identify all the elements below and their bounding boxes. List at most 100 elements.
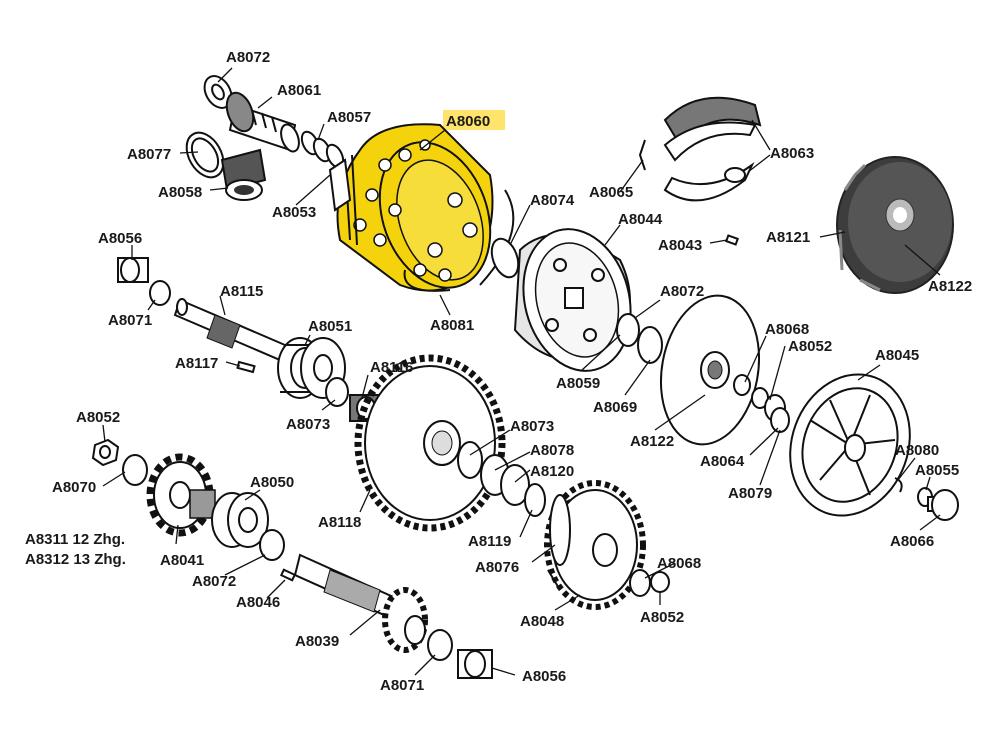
part-a8119 xyxy=(524,483,546,517)
part-a8065 xyxy=(638,139,646,171)
part-a8060-clutch-basket xyxy=(336,123,494,292)
label-a8120[interactable]: A8120 xyxy=(530,463,574,480)
label-a8058[interactable]: A8058 xyxy=(158,184,202,201)
label-a8311[interactable]: A8311 12 Zhg. xyxy=(25,531,125,548)
part-a8070 xyxy=(122,454,148,486)
part-a8056-top xyxy=(117,257,149,283)
label-a8076[interactable]: A8076 xyxy=(475,559,519,576)
label-a8119[interactable]: A8119 xyxy=(468,533,511,550)
label-a8063[interactable]: A8063 xyxy=(770,145,814,162)
label-a8053[interactable]: A8053 xyxy=(272,204,316,221)
part-a8039-shaft xyxy=(293,553,428,653)
label-a8043[interactable]: A8043 xyxy=(658,237,702,254)
part-a8059 xyxy=(616,313,640,347)
label-a8060[interactable]: A8060 xyxy=(446,113,490,130)
part-a8058 xyxy=(220,148,267,201)
part-a8115-shaft xyxy=(173,298,287,362)
part-a8068-bottom xyxy=(629,569,651,597)
part-a8072-bottom xyxy=(259,529,285,561)
part-a8048-gear xyxy=(544,480,646,610)
label-a8117[interactable]: A8117 xyxy=(175,355,218,372)
part-a8066 xyxy=(927,489,959,521)
part-a8057 xyxy=(300,130,345,169)
label-a8064[interactable]: A8064 xyxy=(700,453,745,470)
label-a8312[interactable]: A8312 13 Zhg. xyxy=(25,551,126,568)
label-a8073-left[interactable]: A8073 xyxy=(286,416,330,433)
part-a8077 xyxy=(185,131,225,179)
label-a8068-right[interactable]: A8068 xyxy=(765,321,809,338)
label-a8074[interactable]: A8074 xyxy=(530,192,575,209)
part-a8045-cover xyxy=(789,373,911,517)
part-a8081-circlip xyxy=(403,189,515,292)
leader-lines xyxy=(102,67,941,676)
label-a8045[interactable]: A8045 xyxy=(875,347,919,364)
part-a8061 xyxy=(225,91,300,153)
label-a8039[interactable]: A8039 xyxy=(295,633,339,650)
part-a8044-clutch-drum xyxy=(513,228,632,372)
label-a8052-bottom[interactable]: A8052 xyxy=(640,609,684,626)
label-a8081[interactable]: A8081 xyxy=(430,317,474,334)
part-labels: A8072 A8061 A8057 A8060 A8077 A8058 A805… xyxy=(25,49,972,694)
part-a8051-bearing xyxy=(277,337,346,399)
label-a8048[interactable]: A8048 xyxy=(520,613,564,630)
label-a8052-right[interactable]: A8052 xyxy=(788,338,832,355)
part-a8071-left xyxy=(149,280,171,306)
label-a8116[interactable]: A8116 xyxy=(370,359,413,376)
label-a8041[interactable]: A8041 xyxy=(160,552,204,569)
part-a8043 xyxy=(724,234,740,246)
label-a8071-left[interactable]: A8071 xyxy=(108,312,152,329)
label-a8122-mid[interactable]: A8122 xyxy=(630,433,674,450)
part-a8064 xyxy=(770,407,790,433)
part-a8121-photo xyxy=(836,156,954,294)
part-a8080-a8055 xyxy=(894,477,933,507)
part-a8117 xyxy=(236,360,256,374)
label-a8059[interactable]: A8059 xyxy=(556,375,600,392)
part-a8063-brake-shoes xyxy=(663,96,762,202)
label-a8066[interactable]: A8066 xyxy=(890,533,934,550)
part-a8046 xyxy=(279,568,297,582)
part-a8050-bearing xyxy=(211,492,269,548)
label-a8068-bottom[interactable]: A8068 xyxy=(657,555,701,572)
part-a8078-a8120-bearing xyxy=(457,441,530,506)
part-a8118-gear xyxy=(354,354,506,532)
part-a8053 xyxy=(328,158,352,212)
label-a8078[interactable]: A8078 xyxy=(530,442,574,459)
part-a8052-bottom xyxy=(650,571,670,593)
label-a8115[interactable]: A8115 xyxy=(220,283,263,300)
label-a8061[interactable]: A8061 xyxy=(277,82,321,99)
label-a8118[interactable]: A8118 xyxy=(318,514,361,531)
label-a8069[interactable]: A8069 xyxy=(593,399,637,416)
label-a8077[interactable]: A8077 xyxy=(127,146,171,163)
label-a8052-left[interactable]: A8052 xyxy=(76,409,120,426)
part-a8052-left xyxy=(91,438,120,467)
part-a8122-plate xyxy=(659,294,761,446)
label-a8055[interactable]: A8055 xyxy=(915,462,959,479)
label-a8122-right[interactable]: A8122 xyxy=(928,278,972,295)
label-a8050[interactable]: A8050 xyxy=(250,474,294,491)
label-a8073-right[interactable]: A8073 xyxy=(510,418,554,435)
label-a8044[interactable]: A8044 xyxy=(618,211,663,228)
label-a8065[interactable]: A8065 xyxy=(589,184,633,201)
label-a8046[interactable]: A8046 xyxy=(236,594,280,611)
label-a8080[interactable]: A8080 xyxy=(895,442,939,459)
label-a8051[interactable]: A8051 xyxy=(308,318,352,335)
part-a8069 xyxy=(637,326,663,364)
label-a8121[interactable]: A8121 xyxy=(766,229,810,246)
label-a8072-mid[interactable]: A8072 xyxy=(660,283,704,300)
part-a8071-bottom xyxy=(427,629,453,661)
part-a8073-left xyxy=(325,377,349,407)
label-a8071-bottom[interactable]: A8071 xyxy=(380,677,424,694)
part-a8041-sprocket xyxy=(146,453,216,537)
highlight-label-background xyxy=(443,110,505,130)
label-a8072-bottom[interactable]: A8072 xyxy=(192,573,236,590)
label-a8056-bottom[interactable]: A8056 xyxy=(522,668,566,685)
part-a8056-bottom xyxy=(457,649,493,679)
label-a8070[interactable]: A8070 xyxy=(52,479,96,496)
label-a8072-top[interactable]: A8072 xyxy=(226,49,270,66)
label-a8057[interactable]: A8057 xyxy=(327,109,371,126)
label-a8056-top[interactable]: A8056 xyxy=(98,230,142,247)
label-a8079[interactable]: A8079 xyxy=(728,485,772,502)
part-a8074 xyxy=(490,237,520,279)
